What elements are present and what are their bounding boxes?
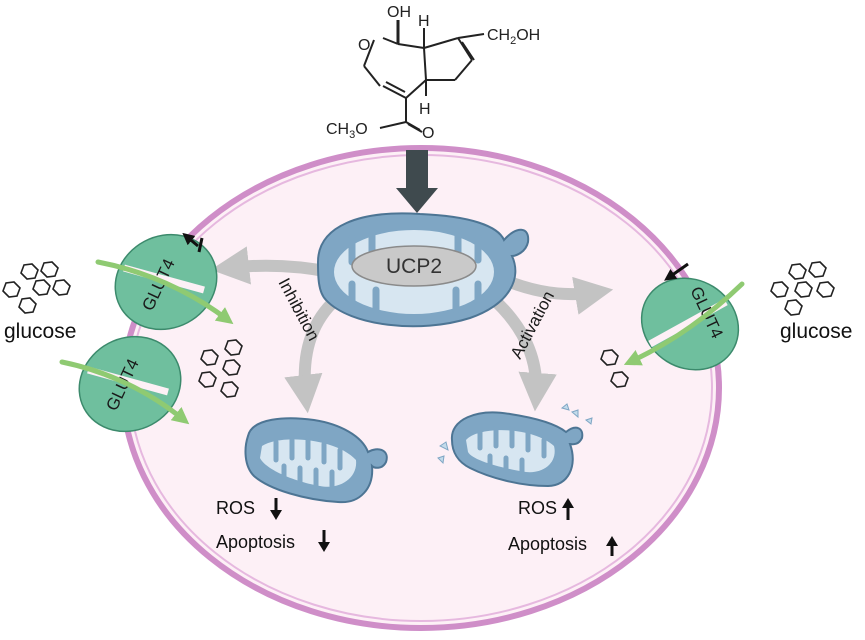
outcome-left: ROS Apoptosis <box>216 498 330 552</box>
arrow-to-left-glut <box>210 246 336 285</box>
methoxy-label: CH3O <box>326 121 368 141</box>
ring-oxygen-label: O <box>358 37 370 54</box>
apoptosis-left-label: Apoptosis <box>216 532 295 552</box>
translocation-arrows <box>182 232 689 281</box>
ester-oxygen-label: O <box>422 125 434 142</box>
ucp2-badge <box>351 245 477 287</box>
chemical-structure <box>363 20 485 133</box>
arrow-up-left-glut <box>182 232 199 248</box>
h-bottom-label: H <box>419 101 431 118</box>
ros-right-label: ROS <box>518 498 557 518</box>
arrow-down-apoptosis-left <box>318 530 330 552</box>
hydroxymethyl-label: CH2OH <box>487 27 540 47</box>
glut4-right: GLUT4 <box>640 277 740 371</box>
arrow-down-right-glut <box>664 262 689 281</box>
mitochondrion-healthy <box>244 417 388 504</box>
arrow-up-apoptosis-right <box>606 536 618 556</box>
mitochondrion-damaged <box>437 403 593 488</box>
bar-left-glut <box>197 237 204 253</box>
mitochondrion-main: UCP2 <box>316 212 530 328</box>
apoptosis-right-label: Apoptosis <box>508 534 587 554</box>
glucose-molecules-right-inside <box>600 349 629 388</box>
arrow-down-ros-left <box>270 498 282 520</box>
glucose-label-left: glucose <box>4 320 76 343</box>
outcome-right: ROS Apoptosis <box>508 498 618 556</box>
arrow-up-ros-right <box>562 498 574 520</box>
glucose-molecules-left-inside <box>198 339 243 398</box>
ros-left-label: ROS <box>216 498 255 518</box>
glucose-transport-arrows <box>59 259 745 425</box>
treatment-arrow <box>396 150 438 213</box>
ucp2-label: UCP2 <box>386 255 442 278</box>
chemical-labels: OH H H O CH2OH O CH3O <box>326 4 540 142</box>
glucose-label-right: glucose <box>780 320 852 343</box>
glucose-molecules-right-outside <box>770 261 835 316</box>
h-top-label: H <box>418 13 430 30</box>
glucose-molecules-left-outside <box>2 261 71 314</box>
oh-label: OH <box>387 4 411 21</box>
arrow-to-damaged-mito <box>484 290 557 412</box>
